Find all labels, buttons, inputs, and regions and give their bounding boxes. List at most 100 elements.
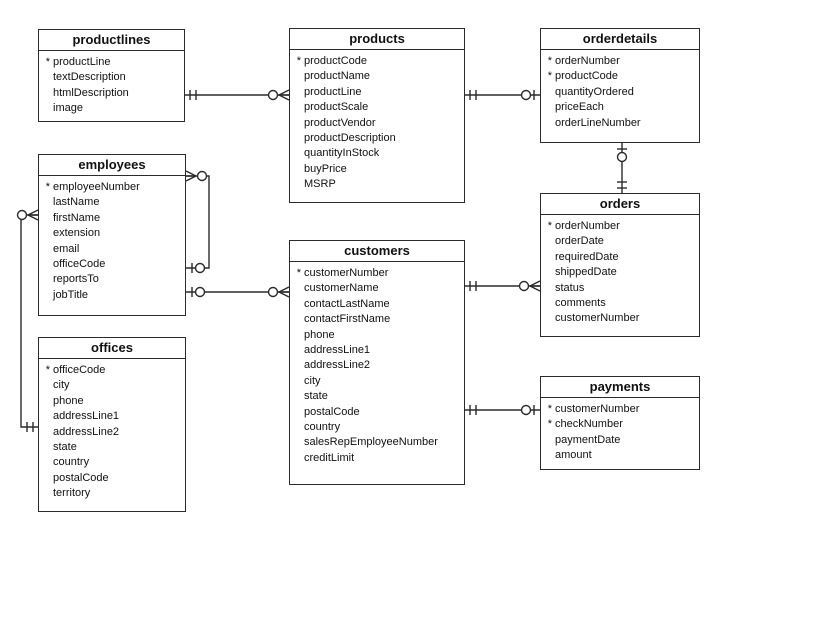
relationship-line <box>20 214 38 428</box>
primary-key-marker: * <box>45 181 50 193</box>
field-name: requiredDate <box>555 250 619 263</box>
cardinality-zero-circle <box>520 89 532 101</box>
field-name: phone <box>304 328 335 341</box>
primary-key-marker: * <box>296 55 301 67</box>
pk-spacer <box>290 281 301 296</box>
pk-spacer <box>39 195 50 210</box>
field-orderdetails-quantityOrdered: quantityOrdered <box>541 85 699 100</box>
field-name: orderDate <box>555 235 604 248</box>
field-name: city <box>53 379 70 392</box>
field-name: checkNumber <box>555 418 623 431</box>
field-productlines-htmlDescription: htmlDescription <box>39 86 184 101</box>
relationship-products-orderdetails <box>465 89 540 101</box>
field-name: productName <box>304 70 371 83</box>
pk-spacer <box>541 234 552 249</box>
cardinality-zero-circle <box>616 151 628 163</box>
field-products-productDescription: productDescription <box>290 131 464 146</box>
relationship-customers-payments <box>465 404 540 416</box>
primary-key-marker: * <box>547 220 552 232</box>
cardinality-zero-circle <box>267 89 279 101</box>
entity-title-customers: customers <box>290 241 464 262</box>
pk-spacer <box>541 250 552 265</box>
primary-key-marker: * <box>547 70 552 83</box>
pk-spacer <box>290 435 301 450</box>
field-name: productDescription <box>304 131 396 144</box>
field-offices-state: state <box>39 440 185 455</box>
field-products-productLine: productLine <box>290 85 464 100</box>
field-name: state <box>304 390 328 403</box>
field-employees-extension: extension <box>39 226 185 241</box>
entity-title-offices: offices <box>39 338 185 359</box>
field-productlines-image: image <box>39 101 184 116</box>
pk-spacer <box>39 272 50 287</box>
field-name: status <box>555 281 585 294</box>
pk-spacer <box>39 257 50 272</box>
field-name: addressLine2 <box>53 425 120 438</box>
pk-spacer <box>290 85 301 100</box>
field-name: customerName <box>304 282 379 295</box>
cardinality-zero-circle <box>518 280 530 292</box>
pk-spacer <box>39 378 50 393</box>
pk-spacer <box>39 211 50 226</box>
pk-spacer <box>290 374 301 389</box>
pk-spacer <box>39 70 50 85</box>
field-customers-city: city <box>290 374 464 389</box>
field-name: paymentDate <box>555 433 621 446</box>
field-orders-shippedDate: shippedDate <box>541 265 699 280</box>
pk-spacer <box>39 471 50 486</box>
field-name: lastName <box>53 196 100 209</box>
pk-spacer <box>290 297 301 312</box>
pk-spacer <box>39 486 50 501</box>
primary-key-marker: * <box>547 403 552 415</box>
field-customers-creditLimit: creditLimit <box>290 451 464 466</box>
field-customers-country: country <box>290 420 464 435</box>
pk-spacer <box>290 162 301 177</box>
field-name: htmlDescription <box>53 86 129 99</box>
field-name: jobTitle <box>53 288 89 301</box>
pk-spacer <box>39 425 50 440</box>
field-employees-officeCode: officeCode <box>39 257 185 272</box>
pk-spacer <box>290 146 301 161</box>
field-name: productCode <box>555 70 618 83</box>
pk-spacer <box>39 394 50 409</box>
field-name: territory <box>53 487 91 500</box>
entity-title-products: products <box>290 29 464 50</box>
field-employees-reportsTo: reportsTo <box>39 272 185 287</box>
field-name: customerNumber <box>555 312 640 325</box>
field-products-productVendor: productVendor <box>290 116 464 131</box>
field-name: officeCode <box>53 257 106 270</box>
field-customers-state: state <box>290 389 464 404</box>
field-offices-territory: territory <box>39 486 185 501</box>
field-employees-firstName: firstName <box>39 211 185 226</box>
field-name: MSRP <box>304 178 336 191</box>
pk-spacer <box>541 433 552 448</box>
pk-spacer <box>39 86 50 101</box>
field-customers-contactLastName: contactLastName <box>290 297 464 312</box>
pk-spacer <box>39 455 50 470</box>
pk-spacer <box>541 296 552 311</box>
entity-title-productlines: productlines <box>39 30 184 51</box>
field-customers-addressLine1: addressLine1 <box>290 343 464 358</box>
field-name: country <box>304 420 341 433</box>
field-name: city <box>304 374 321 387</box>
field-productlines-productLine: *productLine <box>39 55 184 70</box>
pk-spacer <box>290 131 301 146</box>
field-orders-customerNumber: customerNumber <box>541 311 699 326</box>
pk-spacer <box>290 69 301 84</box>
pk-spacer <box>290 451 301 466</box>
primary-key-marker: * <box>547 55 552 67</box>
field-name: priceEach <box>555 101 604 114</box>
